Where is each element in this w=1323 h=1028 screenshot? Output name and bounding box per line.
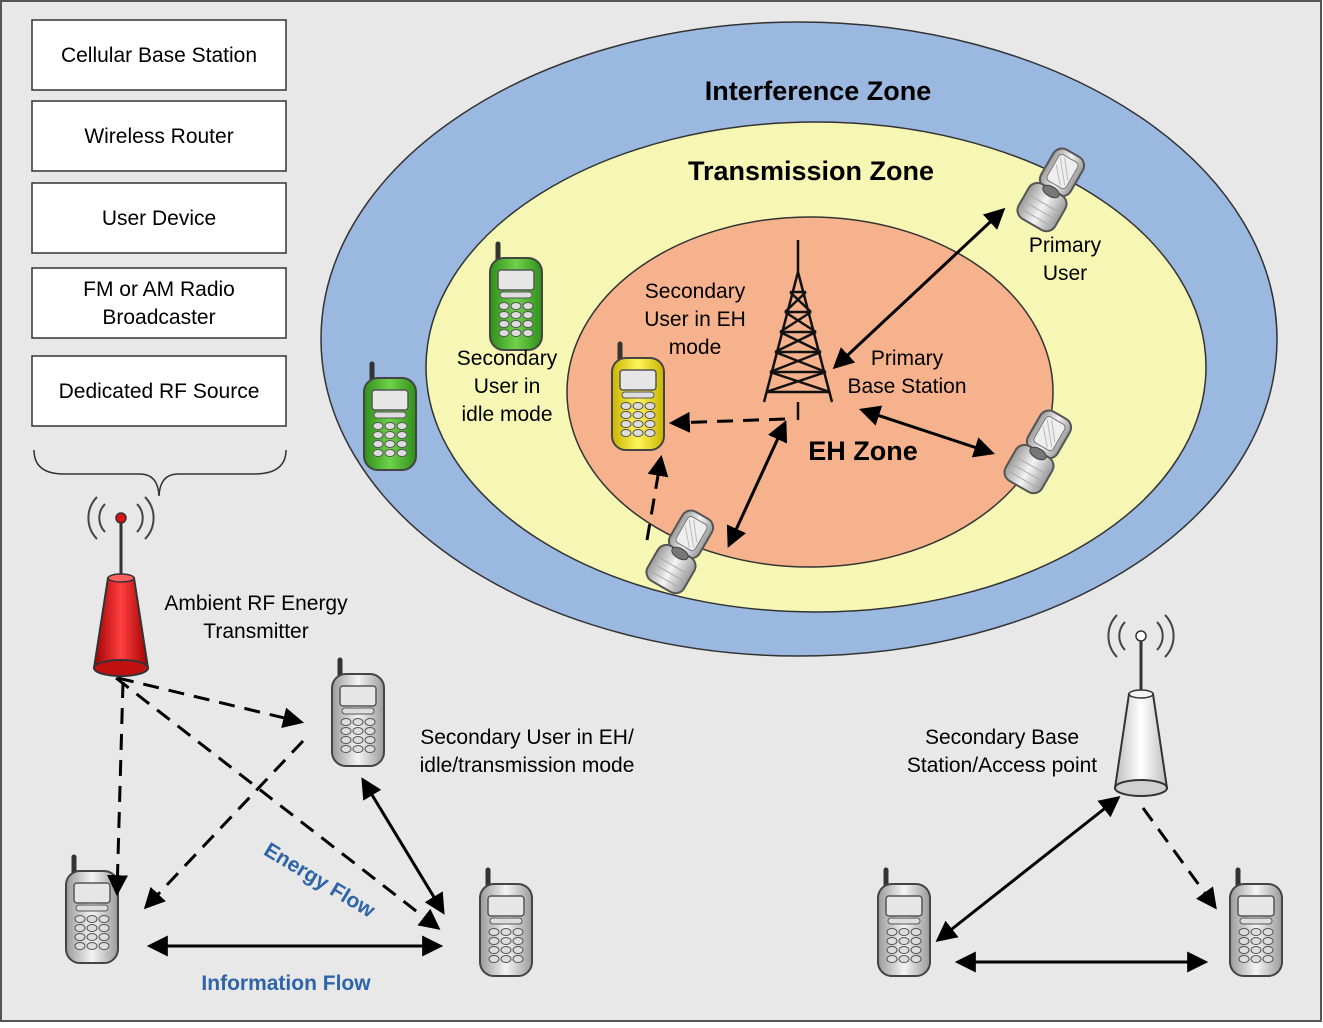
svg-text:User in EH: User in EH bbox=[644, 308, 746, 331]
legend: Cellular Base Station Wireless Router Us… bbox=[31, 19, 287, 497]
arrow-bs-phone-bottom bbox=[726, 420, 788, 548]
secondary-base-station-icon bbox=[1107, 614, 1175, 797]
svg-text:Base Station: Base Station bbox=[847, 375, 966, 398]
arrow-su-middle-phone bbox=[361, 777, 445, 915]
secondary-user-eh-phone-icon bbox=[612, 344, 664, 450]
svg-text:Transmitter: Transmitter bbox=[203, 620, 308, 643]
svg-text:Secondary: Secondary bbox=[457, 347, 558, 370]
primary-base-station-tower-icon bbox=[762, 240, 834, 420]
svg-text:Station/Access point: Station/Access point bbox=[907, 754, 1097, 777]
svg-text:Secondary User in EH/: Secondary User in EH/ bbox=[420, 726, 634, 749]
secondary-user-eh-label: Secondary User in EH mode bbox=[644, 280, 746, 359]
svg-text:Ambient RF Energy: Ambient RF Energy bbox=[164, 592, 348, 615]
dashed-arrow-bs-to-eh-user bbox=[668, 411, 786, 433]
dashed-arrow-tx-to-left-phone bbox=[107, 681, 129, 897]
ambient-rf-transmitter-icon bbox=[87, 496, 155, 677]
svg-text:User in: User in bbox=[474, 375, 541, 398]
svg-text:idle mode: idle mode bbox=[461, 403, 552, 426]
bottom-right-phone-icon-b bbox=[1230, 870, 1282, 976]
outside-phone-icon bbox=[364, 364, 416, 470]
secondary-user-idle-phone-icon bbox=[490, 244, 542, 350]
secondary-user-mode-phone-icon bbox=[332, 660, 384, 766]
svg-text:Primary: Primary bbox=[871, 347, 944, 370]
bottom-left-phone-icon bbox=[66, 857, 118, 963]
secondary-bs-arrows bbox=[935, 796, 1217, 973]
svg-text:idle/transmission mode: idle/transmission mode bbox=[420, 754, 635, 777]
secondary-user-idle-label: Secondary User in idle mode bbox=[457, 347, 558, 426]
secondary-user-mode-label: Secondary User in EH/ idle/transmission … bbox=[420, 726, 635, 777]
legend-box-cellular bbox=[31, 19, 287, 91]
svg-text:mode: mode bbox=[669, 336, 722, 359]
legend-fm-am-line1: FM or AM Radio bbox=[83, 278, 235, 301]
ambient-rf-label: Ambient RF Energy Transmitter bbox=[164, 592, 348, 643]
legend-box-user-device bbox=[31, 182, 287, 254]
legend-dedicated-rf-source: Dedicated RF Source bbox=[59, 380, 260, 403]
bottom-middle-phone-icon bbox=[480, 870, 532, 976]
dashed-arrow-sbs-phone-b bbox=[1141, 807, 1217, 910]
svg-text:Primary: Primary bbox=[1029, 234, 1102, 257]
transmission-zone-title: Transmission Zone bbox=[688, 156, 934, 186]
svg-text:User: User bbox=[1043, 262, 1087, 285]
svg-text:Secondary Base: Secondary Base bbox=[925, 726, 1079, 749]
zone-arrows bbox=[645, 207, 1006, 548]
eh-zone-title: EH Zone bbox=[808, 436, 918, 466]
arrow-bs-phone-right bbox=[859, 405, 995, 458]
flow-arrows bbox=[107, 676, 445, 957]
dashed-arrow-su-to-left-phone bbox=[143, 739, 305, 910]
legend-box-router bbox=[31, 100, 287, 172]
arrow-sbs-phone-a bbox=[935, 796, 1121, 942]
bottom-right-phone-icon-a bbox=[878, 870, 930, 976]
legend-wireless-router: Wireless Router bbox=[84, 125, 233, 148]
legend-fm-am-line2: Broadcaster bbox=[102, 306, 215, 329]
interference-zone-title: Interference Zone bbox=[705, 76, 932, 106]
information-flow-label: Information Flow bbox=[201, 972, 371, 995]
legend-cellular-base-station: Cellular Base Station bbox=[61, 44, 257, 67]
legend-box-radio bbox=[31, 267, 287, 339]
secondary-base-station-label: Secondary Base Station/Access point bbox=[907, 726, 1097, 777]
legend-box-dedicated bbox=[31, 355, 287, 427]
legend-brace bbox=[33, 449, 287, 497]
svg-text:Secondary: Secondary bbox=[645, 280, 746, 303]
primary-user-label: Primary User bbox=[1029, 234, 1102, 285]
legend-user-device: User Device bbox=[102, 207, 216, 230]
dashed-arrow-tx-to-su bbox=[117, 676, 305, 729]
arrow-bs-primary-user bbox=[832, 207, 1006, 370]
dashed-arrow-phone-to-eh-user bbox=[645, 454, 669, 541]
